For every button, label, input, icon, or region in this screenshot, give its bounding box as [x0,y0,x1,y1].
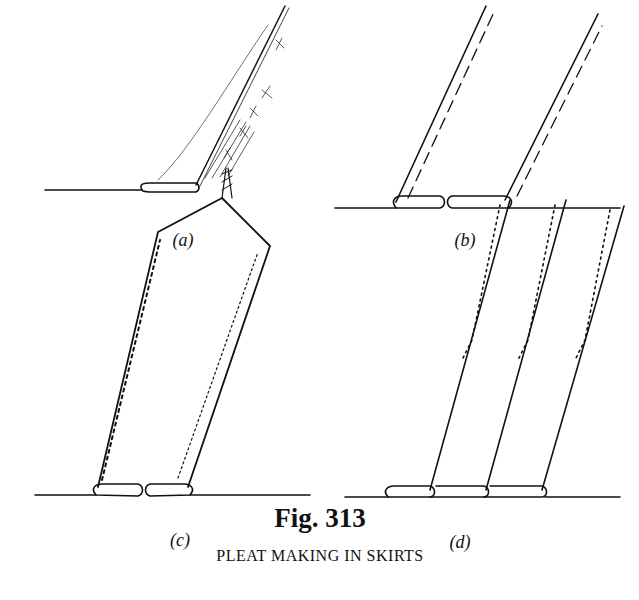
figure-a [45,6,289,192]
figure-caption: PLEAT MAKING IN SKIRTS [216,547,424,565]
figure-b [335,6,620,208]
subfigure-label: (c) [170,530,190,551]
figure-d [345,200,624,497]
figure-number: Fig. 313 [274,503,366,534]
subfigure-label: (d) [450,532,471,553]
subfigure-label: (a) [173,230,194,251]
subfigure-label: (b) [455,230,476,251]
figure-c [35,168,310,496]
